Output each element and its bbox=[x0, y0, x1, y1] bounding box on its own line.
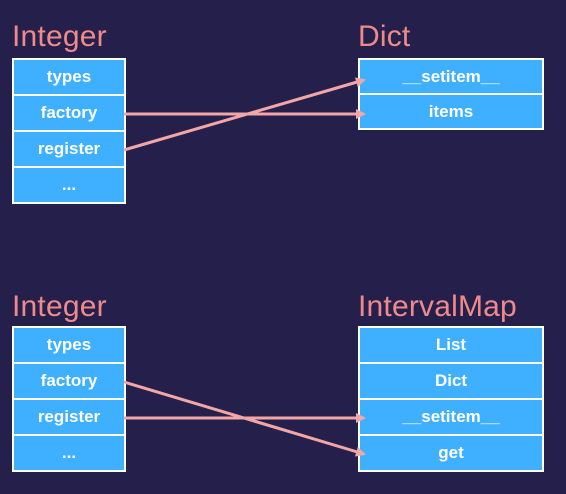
arrow-top-register-to-setitem bbox=[123, 77, 366, 152]
top-right-cell-items: items bbox=[360, 95, 542, 128]
bottom-right-cell-get: get bbox=[360, 436, 542, 470]
top-left-cell-register: register bbox=[14, 132, 124, 166]
top-left-cell-types: types bbox=[14, 60, 124, 94]
bottom-right-cell-dict: Dict bbox=[360, 364, 542, 398]
bottom-right-title: IntervalMap bbox=[358, 290, 517, 323]
bottom-left-cell-ellipsis: ... bbox=[14, 436, 124, 470]
bottom-right-cell-list: List bbox=[360, 328, 542, 362]
top-left-cell-ellipsis: ... bbox=[14, 168, 124, 202]
bottom-left-cell-register: register bbox=[14, 400, 124, 434]
top-left-title: Integer bbox=[12, 20, 107, 53]
bottom-left-title: Integer bbox=[12, 290, 107, 323]
top-left-class-box: types factory register ... bbox=[12, 58, 126, 204]
bottom-right-class-box: List Dict __setitem__ get bbox=[358, 326, 544, 472]
top-right-title: Dict bbox=[358, 20, 411, 53]
bottom-right-cell-setitem: __setitem__ bbox=[360, 400, 542, 434]
bottom-left-class-box: types factory register ... bbox=[12, 326, 126, 472]
top-left-cell-factory: factory bbox=[14, 96, 124, 130]
top-right-cell-setitem: __setitem__ bbox=[360, 60, 542, 93]
arrow-bottom-factory-to-get bbox=[123, 380, 366, 457]
top-right-class-box: __setitem__ items bbox=[358, 58, 544, 130]
bottom-left-cell-types: types bbox=[14, 328, 124, 362]
bottom-left-cell-factory: factory bbox=[14, 364, 124, 398]
